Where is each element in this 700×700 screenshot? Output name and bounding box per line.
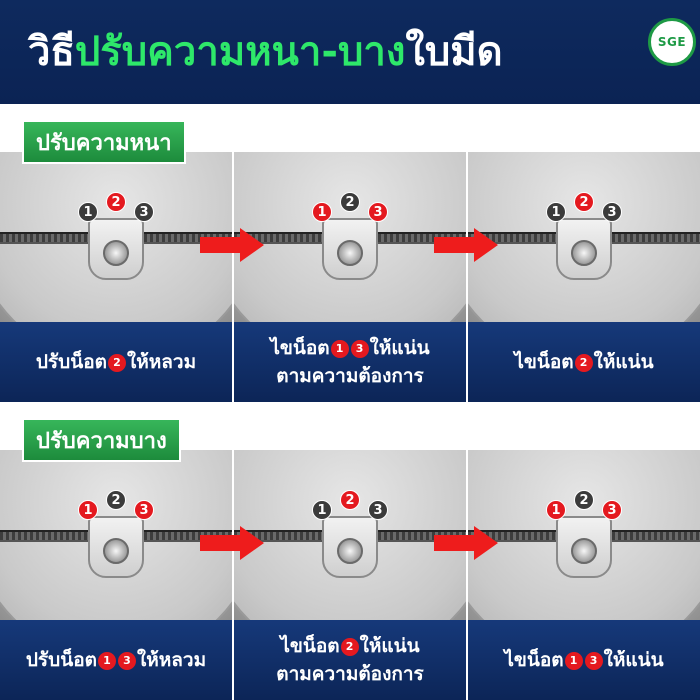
arrow-right-icon bbox=[434, 228, 498, 262]
caption-text: ไขน็อต bbox=[504, 649, 564, 671]
section-label-thick: ปรับความหนา bbox=[22, 120, 186, 164]
machine-mount bbox=[556, 516, 612, 578]
bolt-number-badge: 1 bbox=[312, 500, 332, 520]
bolt-number-badge: 3 bbox=[584, 652, 603, 670]
title-part-3: ใบมีด bbox=[405, 29, 503, 75]
caption-text: ปรับน็อต bbox=[25, 649, 97, 671]
machine-hub bbox=[337, 240, 363, 266]
header-banner: วิธีปรับความหนา-บางใบมีด SGE bbox=[0, 0, 700, 104]
machine-hub bbox=[103, 240, 129, 266]
bolt-number-badge: 2 bbox=[340, 192, 360, 212]
bolt-number-badge: 3 bbox=[350, 340, 369, 358]
caption-text: ไขน็อต bbox=[514, 351, 574, 373]
arrow-right-icon bbox=[200, 228, 264, 262]
machine-hub bbox=[571, 538, 597, 564]
title-part-2: ปรับความหนา-บาง bbox=[74, 29, 406, 75]
title-part-1: วิธี bbox=[28, 29, 75, 75]
bolt-number-badge: 3 bbox=[368, 500, 388, 520]
logo-text: SGE bbox=[657, 35, 687, 49]
caption-text: ให้แน่น bbox=[593, 351, 654, 373]
caption-text: ให้หลวม bbox=[136, 649, 207, 671]
caption-text: ให้แน่น bbox=[369, 337, 430, 359]
bolt-number-badge: 1 bbox=[564, 652, 583, 670]
logo-icon: SGE bbox=[648, 18, 696, 66]
bolt-number-badge: 1 bbox=[97, 652, 116, 670]
bolt-number-badge: 3 bbox=[602, 500, 622, 520]
machine-hub bbox=[571, 240, 597, 266]
machine-hub bbox=[103, 538, 129, 564]
bolt-number-badge: 2 bbox=[340, 638, 359, 656]
caption-line-2: ตามความต้องการ bbox=[276, 663, 424, 685]
bolt-number-badge: 3 bbox=[134, 202, 154, 222]
bolt-number-badge: 1 bbox=[78, 202, 98, 222]
bolt-number-badge: 2 bbox=[574, 192, 594, 212]
section-label-thin: ปรับความบาง bbox=[22, 418, 181, 462]
caption-text: ไขน็อต bbox=[280, 635, 340, 657]
bolt-number-badge: 3 bbox=[117, 652, 136, 670]
bolt-number-badge: 1 bbox=[312, 202, 332, 222]
arrow-right-icon bbox=[200, 526, 264, 560]
caption-text: ให้แน่น bbox=[603, 649, 664, 671]
caption-text: ปรับน็อต bbox=[35, 351, 107, 373]
caption-text: ให้หลวม bbox=[126, 351, 197, 373]
bolt-number-badge: 2 bbox=[340, 490, 360, 510]
caption-text: ไขน็อต bbox=[270, 337, 330, 359]
bolt-number-badge: 3 bbox=[602, 202, 622, 222]
bolt-number-badge: 2 bbox=[106, 192, 126, 212]
bolt-number-badge: 3 bbox=[368, 202, 388, 222]
bolt-number-badge: 1 bbox=[546, 202, 566, 222]
bolt-number-badge: 1 bbox=[330, 340, 349, 358]
bolt-number-badge: 2 bbox=[107, 354, 126, 372]
bolt-number-badge: 2 bbox=[106, 490, 126, 510]
page-title: วิธีปรับความหนา-บางใบมีด bbox=[28, 22, 503, 82]
arrow-right-icon bbox=[434, 526, 498, 560]
bolt-number-badge: 2 bbox=[574, 354, 593, 372]
bolt-number-badge: 1 bbox=[546, 500, 566, 520]
machine-hub bbox=[337, 538, 363, 564]
bolt-number-badge: 1 bbox=[78, 500, 98, 520]
bolt-number-badge: 3 bbox=[134, 500, 154, 520]
caption-line-2: ตามความต้องการ bbox=[276, 365, 424, 387]
bolt-number-badge: 2 bbox=[574, 490, 594, 510]
caption-text: ให้แน่น bbox=[359, 635, 420, 657]
